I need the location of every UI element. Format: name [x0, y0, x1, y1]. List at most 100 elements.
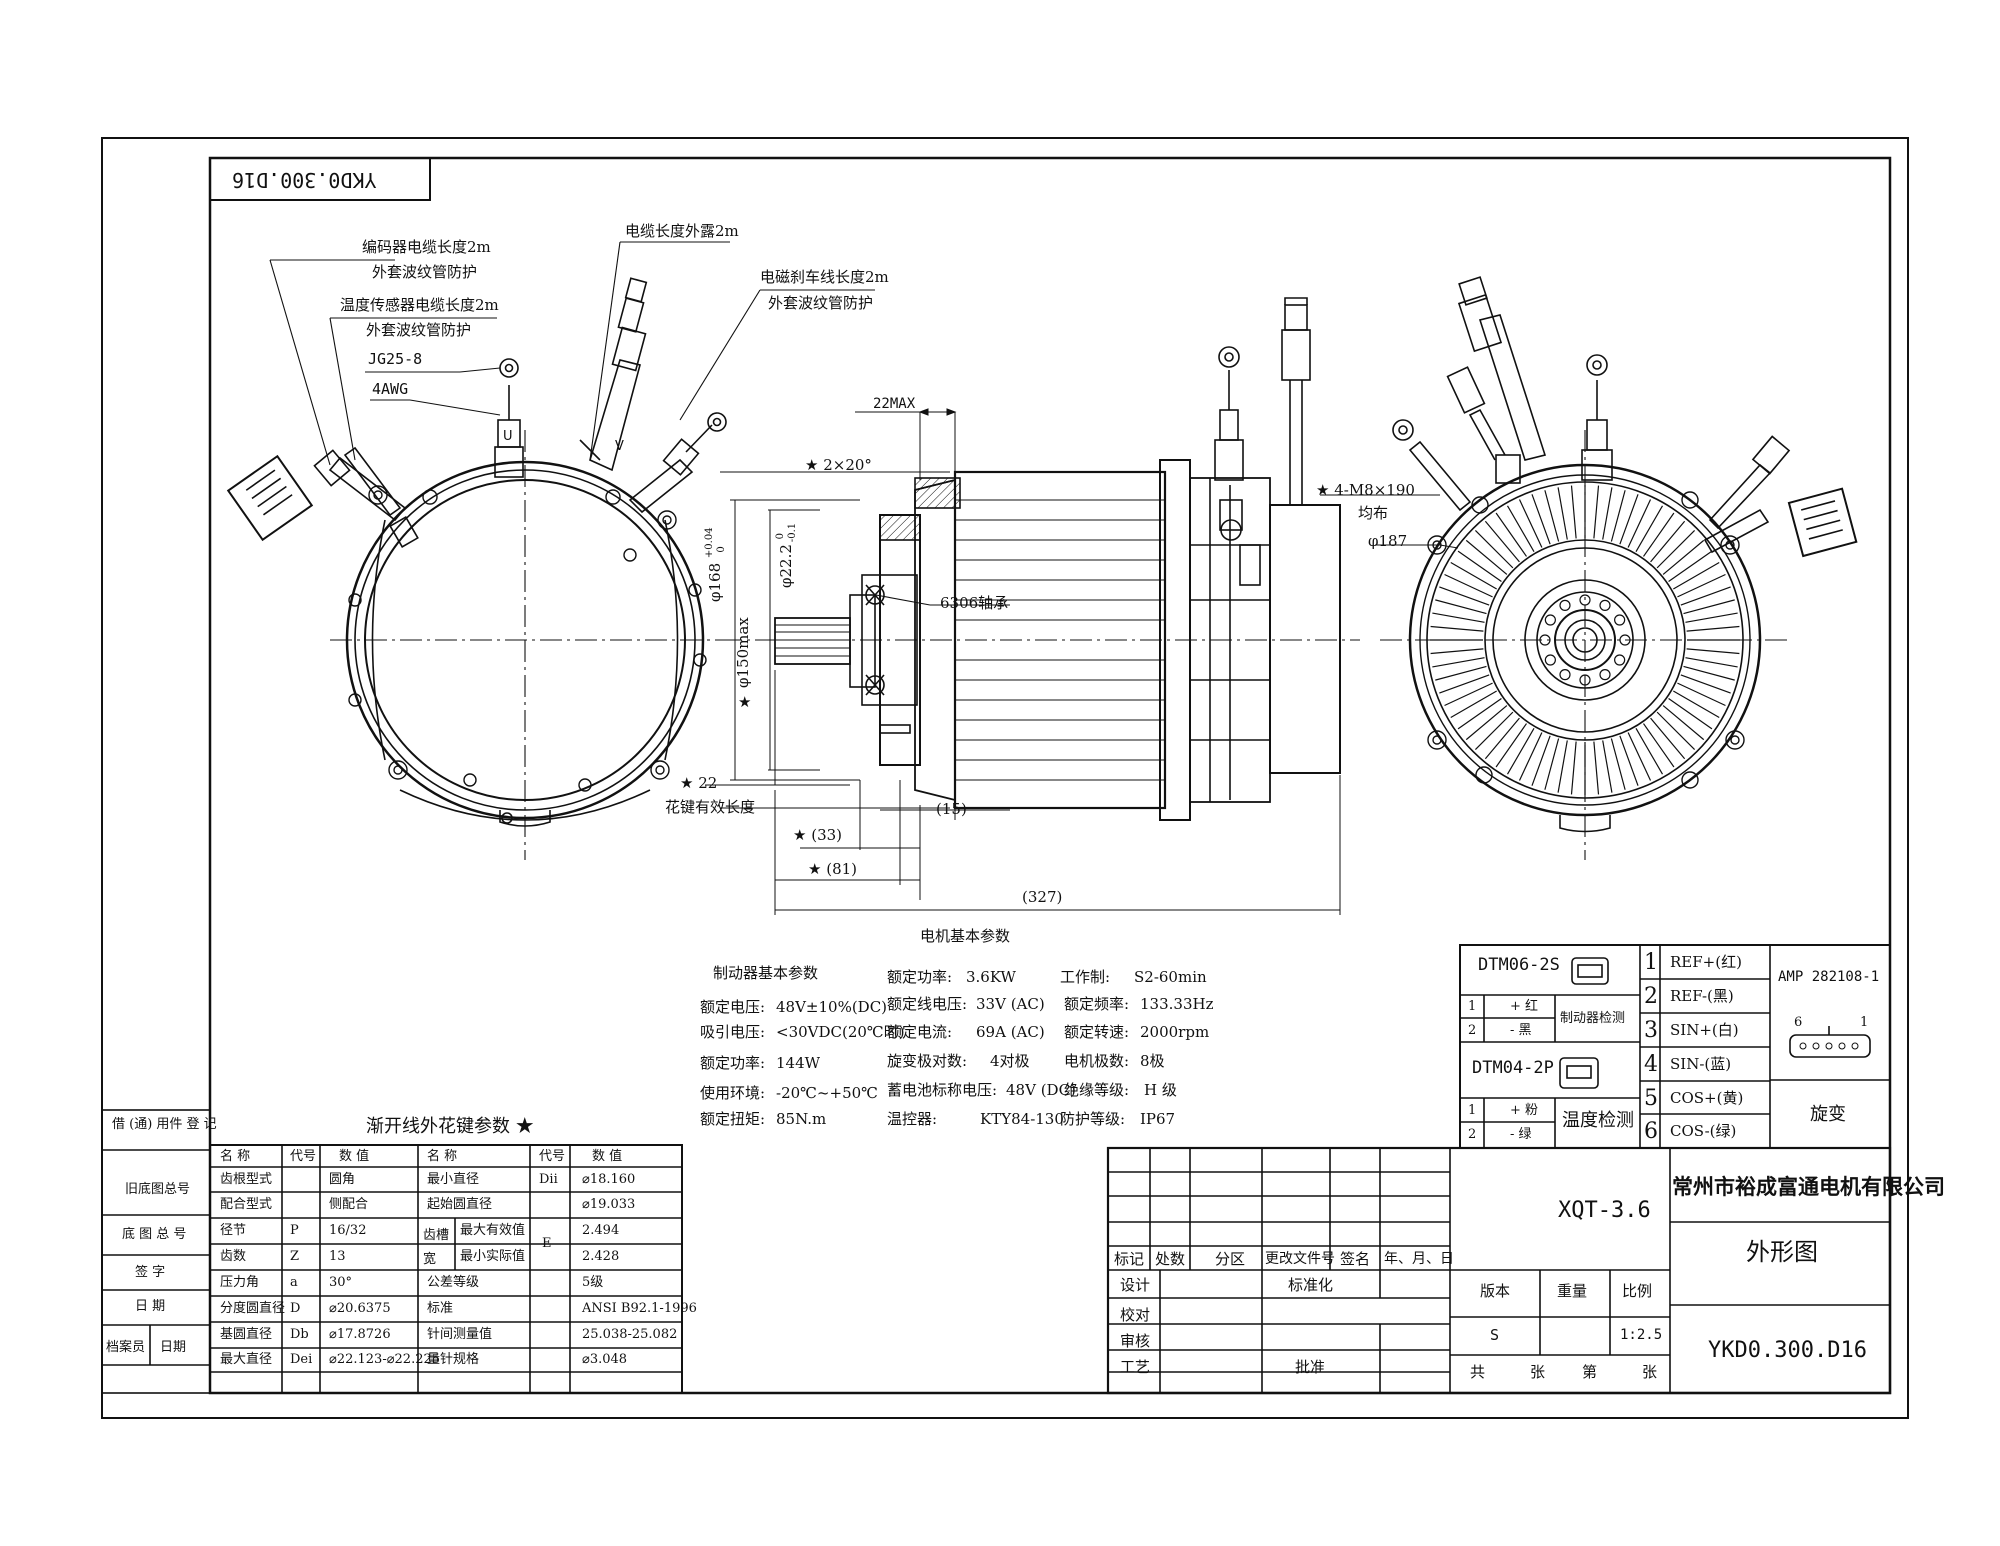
cooling-fin	[1650, 717, 1686, 760]
spline-table-cell: 13	[329, 1249, 346, 1264]
resolver-signal: SIN-(蓝)	[1670, 1055, 1732, 1073]
resolver-pin: 1	[1644, 950, 1658, 975]
brake-param-value: <30VDC(20℃时)	[776, 1023, 905, 1041]
left-strip-sign: 签 字	[135, 1265, 166, 1280]
scale-value: 1:2.5	[1620, 1327, 1663, 1343]
cooling-fin	[1430, 625, 1484, 632]
cooling-fin	[1662, 539, 1705, 575]
motor-param-label: 旋变极对数:	[887, 1052, 968, 1070]
cooling-fin	[1619, 735, 1639, 786]
spline-table-cell: 公差等级	[427, 1275, 480, 1290]
motor-param-value: IP67	[1140, 1110, 1176, 1128]
amp-connector-label: AMP 282108-1	[1778, 969, 1880, 985]
dtm06-pin-color: + 红	[1510, 999, 1539, 1014]
cooling-fin	[1474, 529, 1514, 569]
cooling-fin	[1643, 723, 1675, 768]
bearing-ball	[1579, 674, 1591, 686]
dim-spline-length-value: ★ 22	[680, 774, 718, 792]
brake-param-value: 144W	[776, 1054, 821, 1072]
dim-d168-tol-top: +0.04	[704, 527, 715, 559]
cooling-fin	[1650, 520, 1686, 563]
cooling-fin	[1677, 682, 1726, 707]
rear-end-view	[1392, 276, 1858, 833]
spline-table-cell: Dei	[290, 1352, 313, 1367]
resolver-signal: COS-(绿)	[1670, 1122, 1737, 1140]
dim-star: ★	[738, 693, 752, 711]
bearing-ball	[1599, 669, 1611, 681]
cooling-fin	[1457, 550, 1502, 582]
cooling-fin	[1457, 698, 1502, 730]
cooling-fin	[1668, 550, 1713, 582]
drawing-name: 外形图	[1746, 1238, 1818, 1266]
brake-param-label: 额定扭矩:	[700, 1110, 766, 1128]
amp-pin-1: 1	[1860, 1015, 1869, 1030]
dim-spline-length-label: 花键有效长度	[665, 798, 756, 816]
brake-param-value: 48V±10%(DC)	[776, 998, 888, 1016]
dim-15: (15)	[936, 800, 967, 818]
left-strip-grid	[101, 1109, 211, 1394]
cooling-fin	[1627, 499, 1652, 548]
motor-param-value: 133.33Hz	[1140, 995, 1214, 1013]
outer-border	[101, 137, 1909, 1419]
cooling-fin	[1531, 494, 1551, 545]
cooling-fin	[1570, 485, 1577, 539]
cooling-fin	[1557, 487, 1568, 540]
motor-param-label: 额定功率:	[887, 968, 953, 986]
dtm04-pin-color: + 粉	[1510, 1103, 1539, 1118]
motor-param-label: 额定线电压:	[887, 995, 968, 1013]
callout-lug: JG25-8	[368, 350, 423, 368]
drawing-number-top: YKD0.300.D16	[232, 168, 377, 192]
sheet-unit-label: 张	[1642, 1363, 1658, 1381]
cooling-fin	[1450, 690, 1497, 719]
spline-table-cell: 30°	[329, 1275, 353, 1290]
dim-d187: φ187	[1368, 532, 1408, 550]
cooling-fin	[1435, 599, 1487, 615]
spline-table-cell: 25.038-25.082	[582, 1327, 678, 1342]
cooling-fin	[1686, 625, 1740, 632]
brake-params-title: 制动器基本参数	[713, 964, 819, 982]
brake-param-label: 额定功率:	[700, 1054, 766, 1072]
dimension-lines	[705, 408, 1341, 915]
motor-param-label: 额定频率:	[1064, 995, 1130, 1013]
cooling-fin	[1450, 561, 1497, 590]
left-end-view	[226, 277, 727, 827]
cooling-fin	[1570, 741, 1577, 795]
cooling-fin	[1432, 657, 1485, 668]
motor-param-label: 温控器:	[887, 1110, 938, 1128]
motor-params-title: 电机基本参数	[920, 927, 1011, 945]
cooling-fin	[1495, 723, 1527, 768]
bearing-ball	[1544, 654, 1556, 666]
dtm04-pin: 1	[1468, 1103, 1477, 1118]
rev-header: 标记	[1114, 1250, 1145, 1268]
spline-table-cell: 2.428	[582, 1249, 620, 1264]
drawing-no-box	[209, 157, 431, 201]
cooling-fin	[1444, 682, 1493, 707]
spline-table-cell: Z	[290, 1249, 300, 1264]
center-lines	[330, 430, 1790, 860]
brake-param-value: 85N.m	[776, 1110, 827, 1128]
role-design: 设计	[1120, 1276, 1151, 1294]
resolver-signal: COS+(黄)	[1670, 1089, 1744, 1107]
spline-table-cell: a	[290, 1275, 298, 1290]
motor-param-value: 8极	[1140, 1052, 1165, 1070]
spline-table-cell: 最小直径	[427, 1172, 480, 1187]
spline-table-cell: D	[290, 1301, 301, 1316]
cooling-fin	[1686, 648, 1740, 655]
approval-label: 批准	[1295, 1358, 1326, 1376]
cooling-fin	[1662, 705, 1705, 741]
spline-table-cell: 最大直径	[220, 1352, 273, 1367]
dim-81: ★ (81)	[808, 860, 858, 878]
cooling-fin	[1619, 494, 1639, 545]
spline-table-cell: 侧配合	[329, 1197, 369, 1212]
spline-table-cell: ⌀3.048	[582, 1352, 628, 1367]
cooling-fin	[1495, 512, 1527, 557]
motor-param-value: 3.6KW	[966, 968, 1016, 986]
cooling-fin	[1685, 612, 1738, 623]
dim-33: ★ (33)	[793, 826, 843, 844]
dim-d22-tol-bot: -0.1	[787, 522, 798, 543]
left-strip-old-drawing: 旧底图总号	[125, 1182, 191, 1197]
cooling-fin	[1656, 711, 1696, 751]
standardization-label: 标准化	[1288, 1276, 1334, 1294]
spline-table-cell: 2.494	[582, 1223, 620, 1238]
